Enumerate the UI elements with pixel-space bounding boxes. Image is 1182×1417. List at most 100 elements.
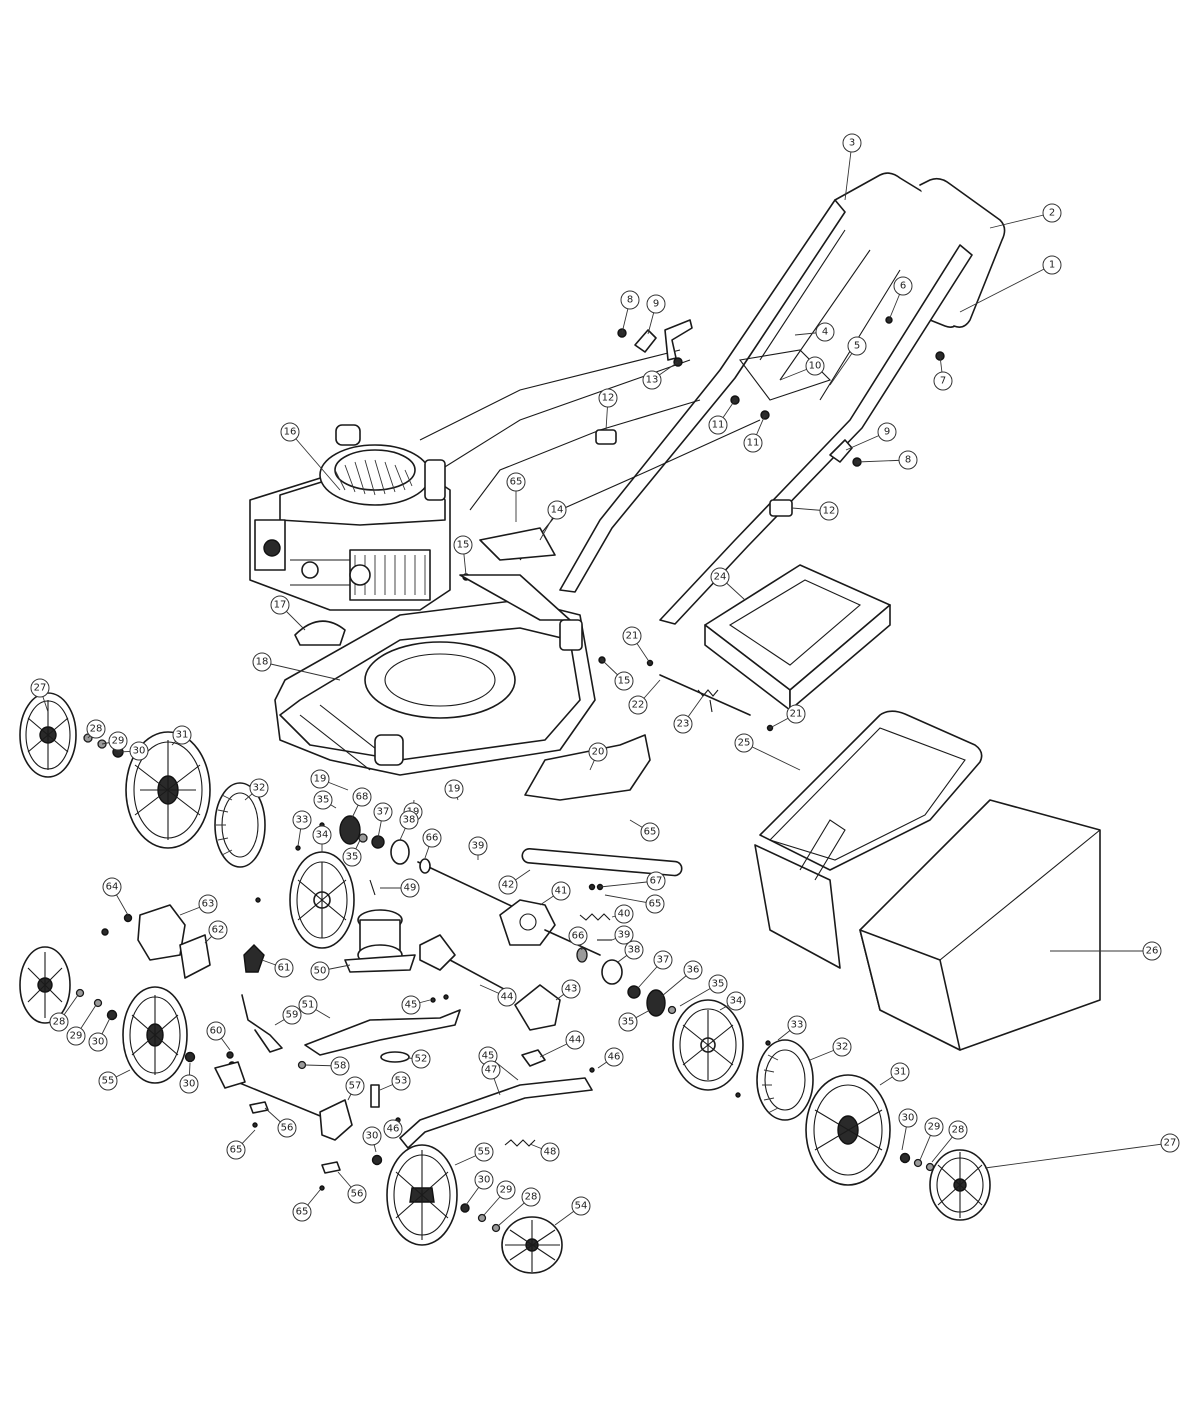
callout-30: 30 <box>117 741 149 761</box>
callout-number: 6 <box>900 281 906 292</box>
callout-35: 35 <box>679 974 728 1007</box>
callout-34: 34 <box>719 991 746 1011</box>
callout-circle <box>391 1071 411 1091</box>
callout-49: 49 <box>380 878 420 898</box>
callout-number: 35 <box>317 795 330 806</box>
screw-65 <box>319 1185 325 1191</box>
callout-circle <box>847 336 867 356</box>
callout-number: 44 <box>569 1035 582 1046</box>
callout-number: 28 <box>53 1017 66 1028</box>
callout-12: 12 <box>791 501 839 521</box>
callout-circle <box>226 1140 246 1160</box>
engine-gasket <box>294 620 346 646</box>
callout-number: 68 <box>356 792 369 803</box>
engine <box>249 424 451 611</box>
key-49 <box>369 879 376 896</box>
washer <box>491 1223 501 1233</box>
grass-bag-frame <box>754 710 983 969</box>
callout-circle <box>298 995 318 1015</box>
callout-9: 9 <box>845 422 897 451</box>
callout-30: 30 <box>179 1062 199 1094</box>
callout-circle <box>734 733 754 753</box>
callout-circle <box>172 725 192 745</box>
callout-35: 35 <box>342 839 362 867</box>
callout-number: 55 <box>478 1147 491 1158</box>
callout-number: 63 <box>202 899 215 910</box>
clip-56-lower <box>321 1161 341 1174</box>
callout-number: 1 <box>1049 260 1055 271</box>
callout-circle <box>561 979 581 999</box>
callout-number: 10 <box>809 361 822 372</box>
callout-number: 65 <box>230 1145 243 1156</box>
washer-29 <box>913 1158 923 1168</box>
drive-wheel-34-right <box>672 999 744 1091</box>
callout-28: 28 <box>497 1187 541 1227</box>
callout-number: 23 <box>677 719 690 730</box>
callout-2: 2 <box>989 203 1062 229</box>
callout-circle <box>614 671 634 691</box>
callout-5: 5 <box>829 336 867 386</box>
callout-31: 31 <box>171 725 192 746</box>
callout-45: 45 <box>401 995 431 1015</box>
washer-66 <box>576 947 588 963</box>
callout-circle <box>588 742 608 762</box>
callout-number: 36 <box>687 965 700 976</box>
callout-circle <box>270 595 290 615</box>
callout-number: 56 <box>351 1189 364 1200</box>
callout-circle <box>474 1170 494 1190</box>
callout-circle <box>362 1126 382 1146</box>
callout-number: 14 <box>551 505 564 516</box>
callout-circle <box>786 704 806 724</box>
callout-number: 30 <box>133 746 146 757</box>
clip-56-upper <box>249 1101 269 1114</box>
callout-circle <box>444 779 464 799</box>
screw-65 <box>252 1122 258 1128</box>
callout-19: 19 <box>444 779 464 801</box>
callout-circle <box>86 719 106 739</box>
callout-circle <box>481 1060 501 1080</box>
callout-20: 20 <box>588 742 608 771</box>
callout-circle <box>565 1030 585 1050</box>
callout-circle <box>622 626 642 646</box>
bracket-63 <box>137 904 186 961</box>
gearbox-41 <box>499 899 556 946</box>
callout-48: 48 <box>529 1142 560 1162</box>
callout-number: 12 <box>823 506 836 517</box>
callout-10: 10 <box>779 356 825 381</box>
washer <box>477 1213 487 1223</box>
callout-number: 30 <box>366 1131 379 1142</box>
blade-51 <box>304 1009 461 1056</box>
callout-circle <box>401 995 421 1015</box>
callout-62: 62 <box>204 920 228 944</box>
callout-circle <box>292 810 312 830</box>
callout-circle <box>313 790 333 810</box>
rear-axle-47 <box>399 1077 593 1149</box>
callout-43: 43 <box>555 979 581 1001</box>
bushing-66 <box>419 858 431 874</box>
callout-number: 17 <box>274 600 287 611</box>
callout-56: 56 <box>337 1171 367 1204</box>
callout-number: 15 <box>457 540 470 551</box>
lever-59 <box>241 994 283 1053</box>
callout-circle <box>628 695 648 715</box>
spring-40 <box>579 913 611 921</box>
mower-deck <box>274 574 596 776</box>
spring-48 <box>504 1139 536 1147</box>
callout-number: 37 <box>377 807 390 818</box>
callout-65: 65 <box>506 472 526 522</box>
callout-number: 67 <box>650 876 663 887</box>
nut-30 <box>899 1152 911 1164</box>
callout-circle <box>521 1187 541 1207</box>
callout-13: 13 <box>642 361 679 390</box>
callout-number: 29 <box>112 736 125 747</box>
callout-35: 35 <box>618 1009 651 1032</box>
callout-leader <box>984 1142 1171 1169</box>
wheel-cap-27-lower-left <box>19 946 71 1024</box>
callout-circle <box>274 958 294 978</box>
callout-66: 66 <box>568 926 588 951</box>
pin <box>295 845 301 851</box>
callout-8: 8 <box>856 450 918 470</box>
callout-number: 35 <box>346 852 359 863</box>
callout-36: 36 <box>661 960 703 997</box>
callout-40: 40 <box>611 904 634 924</box>
